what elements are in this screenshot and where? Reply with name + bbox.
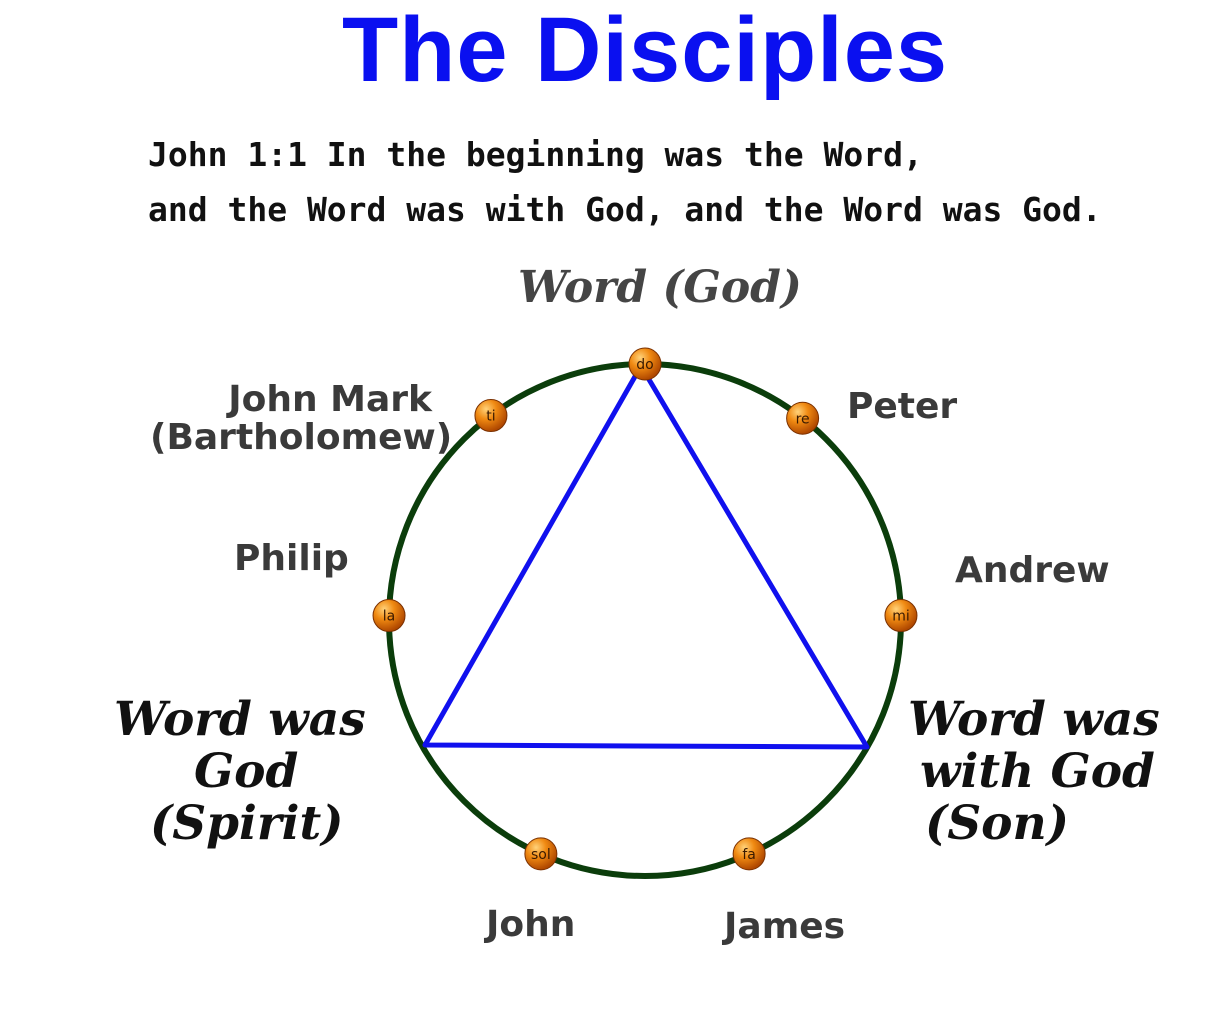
note-label: mi <box>892 609 910 625</box>
note-ball <box>732 837 766 871</box>
disciple-bartholomew: (Bartholomew) <box>150 417 453 458</box>
disciple-andrew: Andrew <box>955 550 1110 591</box>
verse-line-2: and the Word was with God, and the Word … <box>148 190 1102 229</box>
note-la: la <box>372 599 406 633</box>
note-re: re <box>786 401 820 435</box>
disciple-philip: Philip <box>234 538 349 579</box>
note-label: re <box>796 411 810 427</box>
disciple-james: James <box>724 906 846 947</box>
left-aspect-line-2: God <box>194 744 299 799</box>
note-mi: mi <box>884 599 918 633</box>
right-aspect-line-3: (Son) <box>925 796 1069 851</box>
note-label: ti <box>486 409 495 425</box>
left-aspect-line-3: (Spirit) <box>150 796 344 851</box>
note-do: do <box>628 347 662 381</box>
disciple-john: John <box>486 904 576 945</box>
note-ball <box>628 347 662 381</box>
note-label: do <box>636 357 653 373</box>
note-ball <box>372 599 406 633</box>
circle <box>386 361 904 879</box>
note-label: sol <box>531 847 551 863</box>
triangle <box>422 363 870 750</box>
verse-line-1: John 1:1 In the beginning was the Word, <box>148 135 923 174</box>
top-aspect-label: Word (God) <box>518 262 802 313</box>
note-sol: sol <box>524 837 558 871</box>
note-fa: fa <box>732 837 766 871</box>
note-ti: ti <box>474 399 508 433</box>
note-label: fa <box>742 847 756 863</box>
left-aspect-line-1: Word was <box>114 692 366 747</box>
note-ball <box>474 399 508 433</box>
page-title: The Disciples <box>341 0 949 101</box>
right-aspect-line-2: with God <box>920 744 1155 799</box>
note-label: la <box>383 609 395 625</box>
note-ball <box>786 401 820 435</box>
notes-layer: do re mi fa sol la ti <box>372 347 918 871</box>
disciple-john-mark: John Mark <box>228 379 432 420</box>
note-ball <box>884 599 918 633</box>
right-aspect-line-1: Word was <box>908 692 1160 747</box>
note-ball <box>524 837 558 871</box>
disciple-peter: Peter <box>847 386 958 427</box>
